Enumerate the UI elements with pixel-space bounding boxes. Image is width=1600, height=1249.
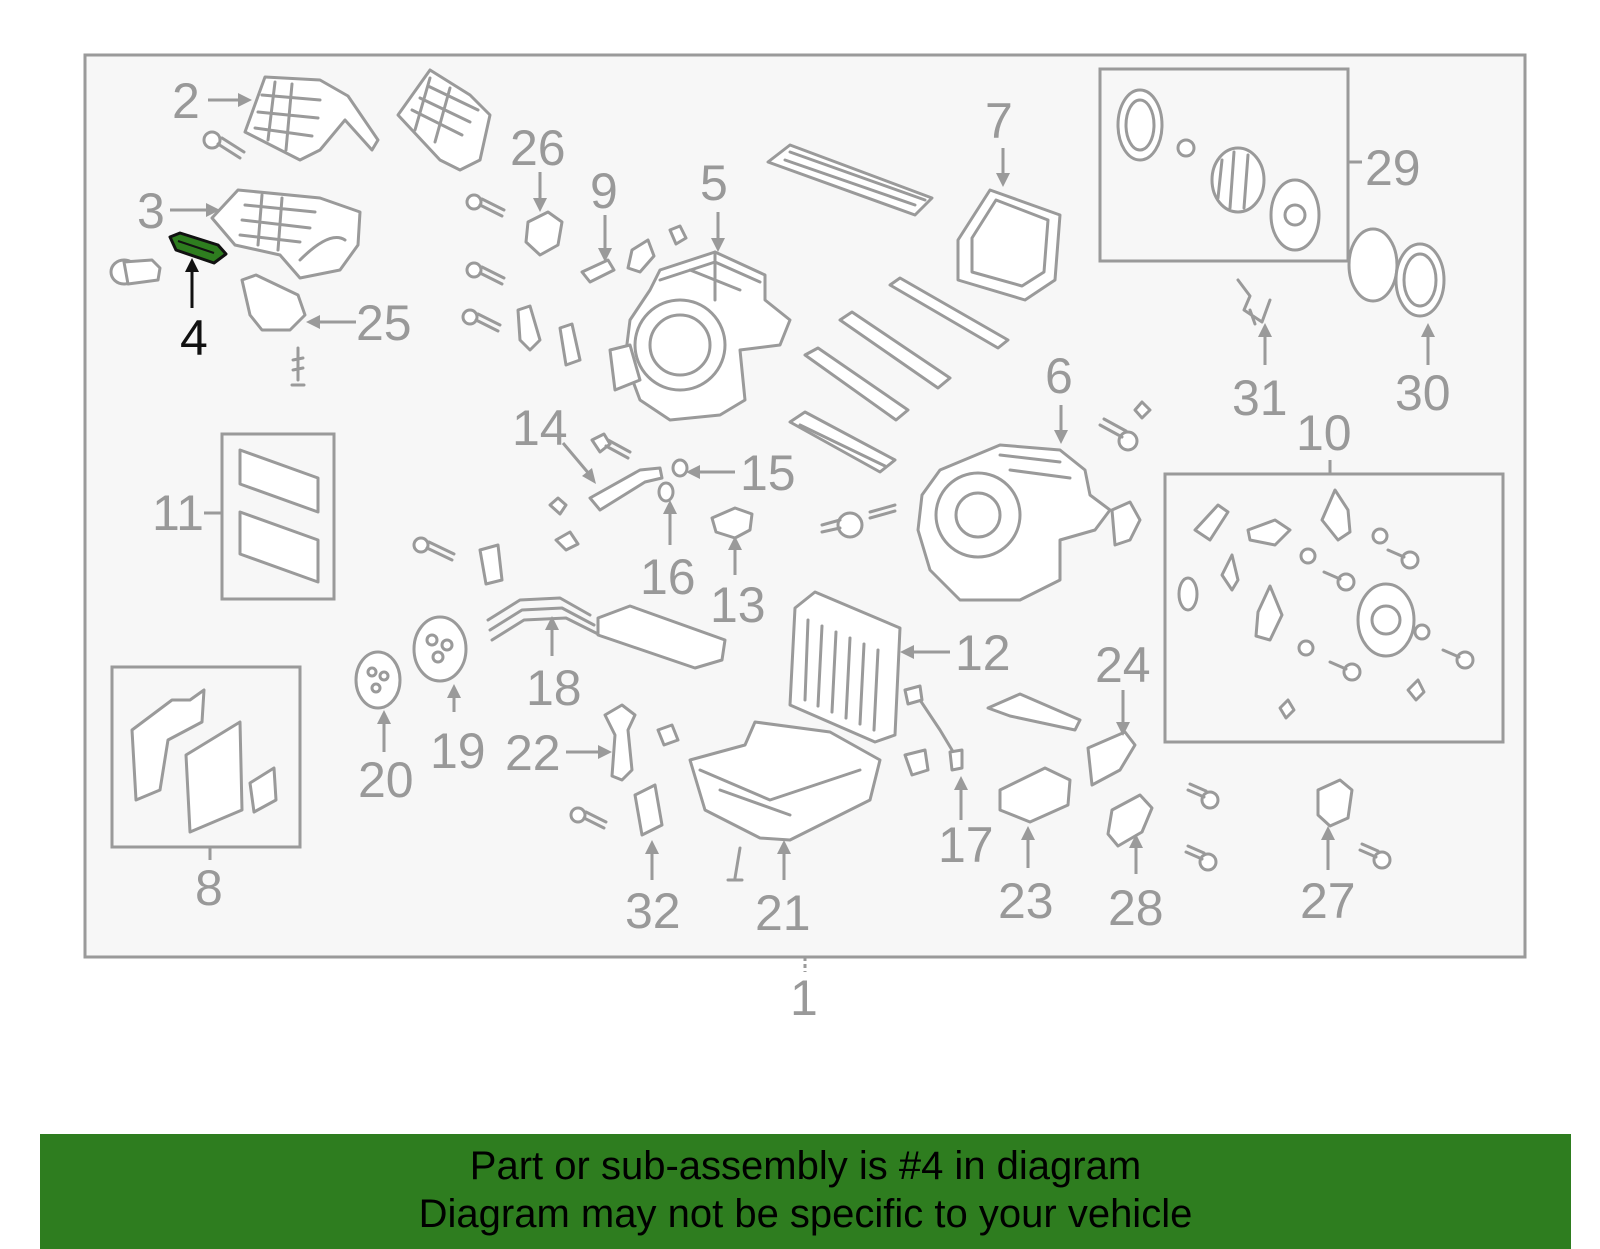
part-2-intake-housing — [243, 68, 492, 172]
part-8-gasket-set — [130, 688, 278, 834]
group-box-10 — [1163, 472, 1505, 744]
callout-16[interactable]: 16 — [640, 549, 696, 605]
part-24-duct — [1086, 730, 1137, 787]
callout-12[interactable]: 12 — [955, 625, 1011, 681]
callout-25[interactable]: 25 — [356, 295, 412, 351]
callout-2[interactable]: 2 — [172, 73, 200, 129]
part-23-duct — [986, 692, 1082, 824]
callout-32[interactable]: 32 — [625, 883, 681, 939]
part-17-sensor-hose — [903, 684, 964, 777]
callout-29[interactable]: 29 — [1365, 140, 1421, 196]
part-9-lever — [580, 224, 688, 284]
part-5-hvac-case — [608, 250, 792, 422]
banner-line-part: Part or sub-assembly is #4 in diagram — [469, 1144, 1142, 1188]
screw-icon — [202, 130, 246, 160]
callout-labels: 1 2 3 4 5 6 7 8 9 10 11 12 13 14 15 16 1… — [137, 73, 1451, 1026]
part-16-seal — [657, 481, 675, 503]
screw-group-icon — [461, 193, 582, 367]
part-22-pipe — [603, 703, 680, 782]
group-box-29 — [1098, 67, 1350, 263]
callout-1[interactable]: 1 — [790, 970, 818, 1026]
callout-18[interactable]: 18 — [526, 660, 582, 716]
callout-7[interactable]: 7 — [985, 93, 1013, 149]
callout-19[interactable]: 19 — [430, 723, 486, 779]
part-21-lower-case — [688, 720, 882, 842]
part-12-evaporator — [788, 590, 902, 744]
callout-24[interactable]: 24 — [1095, 637, 1151, 693]
callout-15[interactable]: 15 — [740, 445, 796, 501]
callout-30[interactable]: 30 — [1395, 365, 1451, 421]
callout-6[interactable]: 6 — [1045, 348, 1073, 404]
callout-4[interactable]: 4 — [180, 310, 208, 366]
group-box-11 — [220, 432, 336, 601]
part-13-sensor — [710, 506, 754, 540]
part-10-door-link-set — [1177, 488, 1475, 720]
part-27-actuator — [1184, 778, 1392, 872]
part-doors-strips — [788, 276, 1010, 474]
callout-11[interactable]: 11 — [152, 485, 204, 541]
callout-17[interactable]: 17 — [938, 817, 994, 873]
parts-diagram: 1 2 3 4 5 6 7 8 9 10 11 12 13 14 15 16 1… — [83, 53, 1527, 1026]
callout-23[interactable]: 23 — [998, 873, 1054, 929]
callout-31[interactable]: 31 — [1232, 370, 1288, 426]
part-3-intake-duct — [210, 188, 362, 280]
callout-28[interactable]: 28 — [1108, 880, 1164, 936]
part-info-banner: Part or sub-assembly is #4 in diagram Di… — [40, 1134, 1571, 1249]
screw-group-icon — [412, 536, 504, 586]
part-actuator-left — [109, 258, 162, 286]
part-4-highlighted — [168, 231, 228, 265]
part-31-clip — [1236, 278, 1272, 326]
screw-group-icon — [820, 400, 1152, 539]
callout-5[interactable]: 5 — [700, 155, 728, 211]
callout-3[interactable]: 3 — [137, 183, 165, 239]
callout-20[interactable]: 20 — [358, 752, 414, 808]
part-6-blower-case — [916, 443, 1142, 602]
callout-9[interactable]: 9 — [590, 163, 618, 219]
group-box-8 — [110, 665, 302, 849]
callout-10[interactable]: 10 — [1296, 405, 1352, 461]
part-7-filter — [766, 143, 1062, 302]
part-14-linkage — [548, 432, 664, 552]
part-18-heater-core — [486, 596, 727, 670]
part-30-o-ring — [1347, 227, 1446, 318]
part-15-grommet — [671, 458, 689, 478]
part-26-actuator — [524, 210, 564, 257]
part-19-plate — [412, 615, 468, 683]
banner-line-disclaimer: Diagram may not be specific to your vehi… — [418, 1192, 1193, 1236]
callout-27[interactable]: 27 — [1300, 873, 1356, 929]
callout-14[interactable]: 14 — [512, 400, 568, 456]
part-11-cabin-filters — [238, 448, 320, 584]
callout-21[interactable]: 21 — [755, 885, 811, 941]
part-20-plate — [354, 650, 402, 710]
part-25-bracket — [240, 273, 307, 387]
leader-lines — [170, 93, 1435, 880]
callout-22[interactable]: 22 — [505, 725, 561, 781]
part-29-blower-motor-set — [1116, 88, 1321, 252]
callout-13[interactable]: 13 — [710, 577, 766, 633]
part-32-module — [569, 783, 744, 882]
callout-8[interactable]: 8 — [195, 860, 223, 916]
callout-26[interactable]: 26 — [510, 120, 566, 176]
part-28-actuator — [1106, 793, 1154, 848]
